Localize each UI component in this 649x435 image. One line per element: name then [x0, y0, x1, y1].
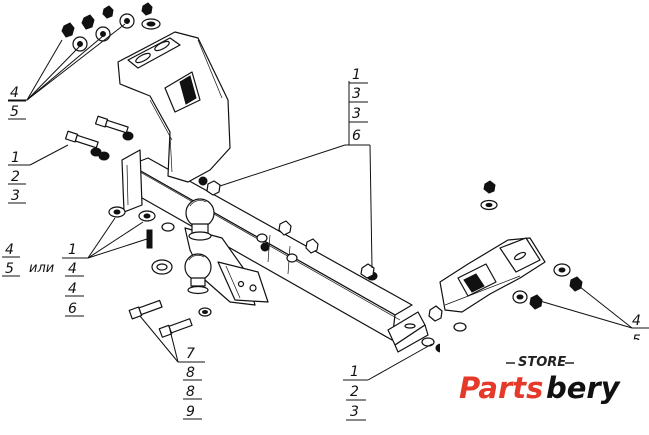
- callout-top-center: 1 3 3 6: [348, 67, 368, 145]
- callout-number: 1: [68, 242, 77, 258]
- callout-top-left: 4 5: [8, 85, 26, 120]
- fasteners-bottom-bolts: [128, 299, 212, 338]
- callout-bottom-center: 1 2 3: [346, 364, 366, 421]
- callout-number: 2: [11, 169, 20, 185]
- fasteners-center: [198, 176, 378, 281]
- callout-number: 3: [11, 188, 20, 204]
- logo-bery-text: bery: [546, 371, 621, 405]
- logo-parts-text: Parts: [459, 371, 543, 405]
- callout-number: 1: [352, 67, 361, 83]
- callout-number: 4: [10, 85, 19, 101]
- callout-number: 9: [186, 404, 195, 420]
- fasteners-top-left: [61, 2, 161, 52]
- callout-bottom-bolts: 7 8 8 9: [183, 346, 202, 420]
- left-bracket: [117, 31, 231, 183]
- tow-ball-mount: [151, 198, 269, 306]
- callout-number: 1: [11, 150, 20, 166]
- right-end-plate: [387, 311, 429, 353]
- callout-number: 3: [350, 404, 359, 420]
- left-end-plate: [121, 149, 143, 213]
- right-bracket: [439, 237, 546, 313]
- callout-number: 6: [68, 301, 77, 317]
- alternative-word: или: [29, 261, 54, 276]
- leader-lines: [8, 23, 649, 381]
- callout-left-bolt: 1 2 3: [8, 150, 26, 204]
- partsbery-logo: STORE Parts bery: [440, 340, 640, 420]
- callout-number: 8: [186, 384, 195, 400]
- fasteners-left-middle: [108, 206, 175, 249]
- callout-number: 7: [186, 346, 195, 362]
- callout-number: 6: [352, 128, 361, 144]
- callout-number: 1: [350, 364, 359, 380]
- callout-number: 4: [68, 281, 77, 297]
- callout-left-middle: 1 4 4 6: [65, 242, 84, 317]
- callout-number: 3: [352, 86, 361, 102]
- callout-number: 4: [632, 313, 641, 329]
- fasteners-left-bolts: [64, 115, 134, 161]
- callout-number: 5: [5, 261, 14, 277]
- callout-left-middle-alt: 4 5 или: [2, 242, 54, 277]
- callout-number: 4: [5, 242, 14, 258]
- callout-number: 4: [68, 261, 77, 277]
- callout-number: 8: [186, 365, 195, 381]
- callout-number: 3: [352, 106, 361, 122]
- crossbar-beam: [127, 157, 413, 341]
- callout-number: 2: [350, 384, 359, 400]
- logo-store-text: STORE: [518, 355, 566, 370]
- fasteners-right: [480, 180, 583, 310]
- callout-number: 5: [10, 104, 19, 120]
